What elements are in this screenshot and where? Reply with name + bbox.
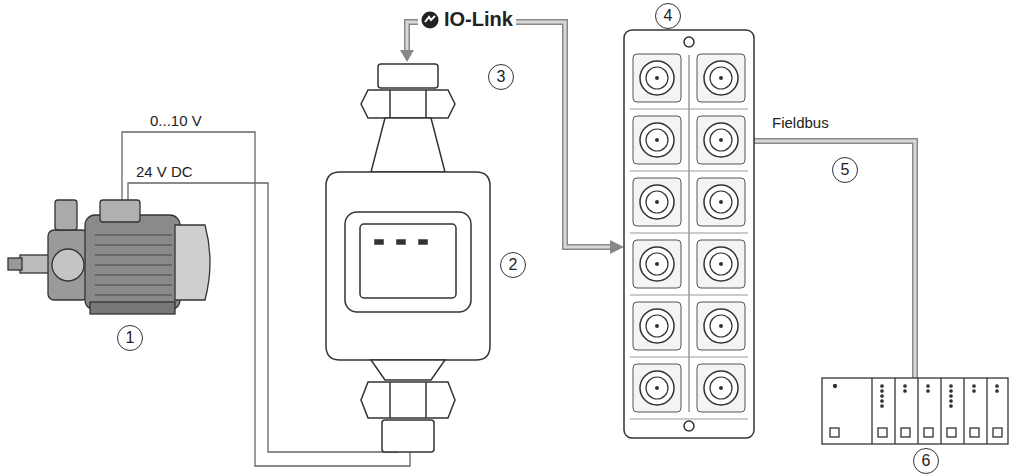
- signal-label: 0...10 V: [148, 113, 204, 130]
- io-link-label: IO-Link: [418, 8, 516, 31]
- callout-number: 3: [488, 64, 514, 90]
- pump: [8, 200, 210, 314]
- io-link-text: IO-Link: [444, 8, 513, 31]
- supply-label: 24 V DC: [134, 164, 195, 181]
- io-link-master: [624, 30, 754, 438]
- callout-number: 5: [832, 157, 858, 183]
- flow-sensor: [326, 64, 490, 452]
- callout-number: 1: [117, 325, 143, 351]
- callout-number: 2: [500, 252, 526, 278]
- callout-number: 4: [655, 3, 681, 29]
- io-link-logo: [421, 11, 439, 29]
- m12-ports: [630, 54, 748, 419]
- motor-fins: [95, 235, 172, 295]
- fieldbus-label: Fieldbus: [770, 115, 831, 132]
- callout-number: 6: [913, 448, 939, 474]
- plc: [822, 378, 1008, 444]
